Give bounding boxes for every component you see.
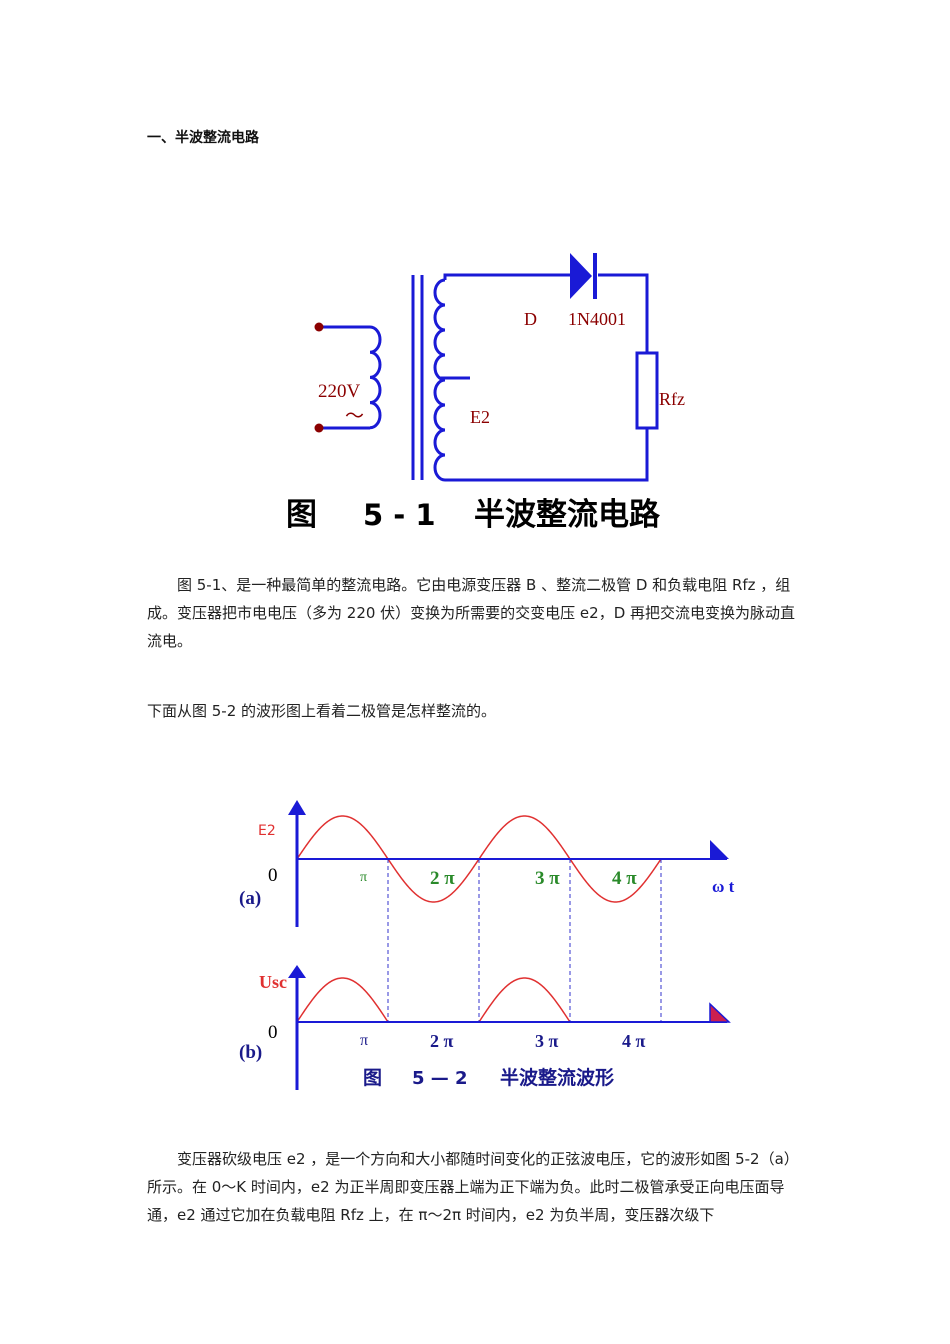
paragraph-explanation: 变压器砍级电压 e2 ，是一个方向和大小都随时间变化的正弦波电压，它的波形如图 … xyxy=(147,1150,799,1224)
wire-bottom xyxy=(445,428,649,482)
resistor-rfz xyxy=(635,351,659,430)
diode-label-model: 1N4001 xyxy=(568,309,626,329)
diode-label-d: D xyxy=(524,309,537,329)
chart-a-tick-pi: π xyxy=(360,870,367,885)
figure-5-2-waveforms: E2 0 (a) ω t π 2 π 3 π 4 π Usc 0 (b) π 2… xyxy=(230,795,750,1100)
chart-b-origin: 0 xyxy=(268,1022,278,1043)
chart-a-x-arrow xyxy=(710,840,729,859)
chart-a-y-arrow xyxy=(288,800,306,815)
figure-5-1-circuit: D 1N4001 220V ～ E2 Rfz 图 5 - 1 半波整流电路 xyxy=(270,240,710,540)
chart-a-origin: 0 xyxy=(268,865,278,886)
paragraph-lead-in: 下面从图 5-2 的波形图上看着二极管是怎样整流的。 xyxy=(147,702,497,720)
diode-triangle xyxy=(570,253,592,299)
source-ac-symbol: ～ xyxy=(345,406,364,427)
chart-b-usc xyxy=(296,859,662,1023)
figure1-caption-prefix: 图 xyxy=(286,497,317,533)
wire-top-left xyxy=(443,273,570,280)
chart-b-tick-4pi: 4 π xyxy=(622,1031,646,1051)
chart-b-tick-3pi: 3 π xyxy=(535,1031,559,1051)
terminal-bottom xyxy=(314,423,324,433)
chart-b-tick-2pi: 2 π xyxy=(430,1031,454,1051)
chart-a-tick-3pi: 3 π xyxy=(535,868,560,889)
chart-b-ylabel: Usc xyxy=(259,972,287,992)
figure2-caption-title: 半波整流波形 xyxy=(500,1066,614,1089)
figure2-caption-prefix: 图 xyxy=(363,1067,382,1089)
secondary-voltage-label: E2 xyxy=(470,407,490,427)
chart-a-ylabel: E2 xyxy=(258,823,276,839)
chart-b-panel: (b) xyxy=(239,1042,262,1063)
chart-a-panel: (a) xyxy=(239,888,261,909)
resistor-label: Rfz xyxy=(659,389,685,409)
figure1-caption-title: 半波整流电路 xyxy=(474,497,661,533)
chart-a-xlabel: ω t xyxy=(712,877,735,896)
wire-top-right xyxy=(598,273,649,353)
chart-a-tick-2pi: 2 π xyxy=(430,868,455,889)
paragraph-intro: 图 5-1、是一种最简单的整流电路。它由电源变压器 B 、整流二极管 D 和负载… xyxy=(147,576,796,650)
source-voltage-label: 220V xyxy=(318,381,361,402)
terminal-top xyxy=(314,322,324,332)
section-heading: 一、半波整流电路 xyxy=(147,130,259,146)
primary-coil xyxy=(369,325,382,430)
series-Usc-half-1 xyxy=(296,977,389,1023)
figure1-caption-number: 5 - 1 xyxy=(363,498,436,532)
secondary-coil xyxy=(433,278,446,482)
chart-a-tick-4pi: 4 π xyxy=(612,868,637,889)
series-Usc-half-2 xyxy=(478,977,571,1023)
chart-b-y-arrow xyxy=(288,965,306,978)
chart-b-x-arrow xyxy=(709,1002,731,1023)
chart-b-tick-pi: π xyxy=(360,1032,368,1049)
figure2-caption-number: 5 — 2 xyxy=(412,1068,468,1089)
